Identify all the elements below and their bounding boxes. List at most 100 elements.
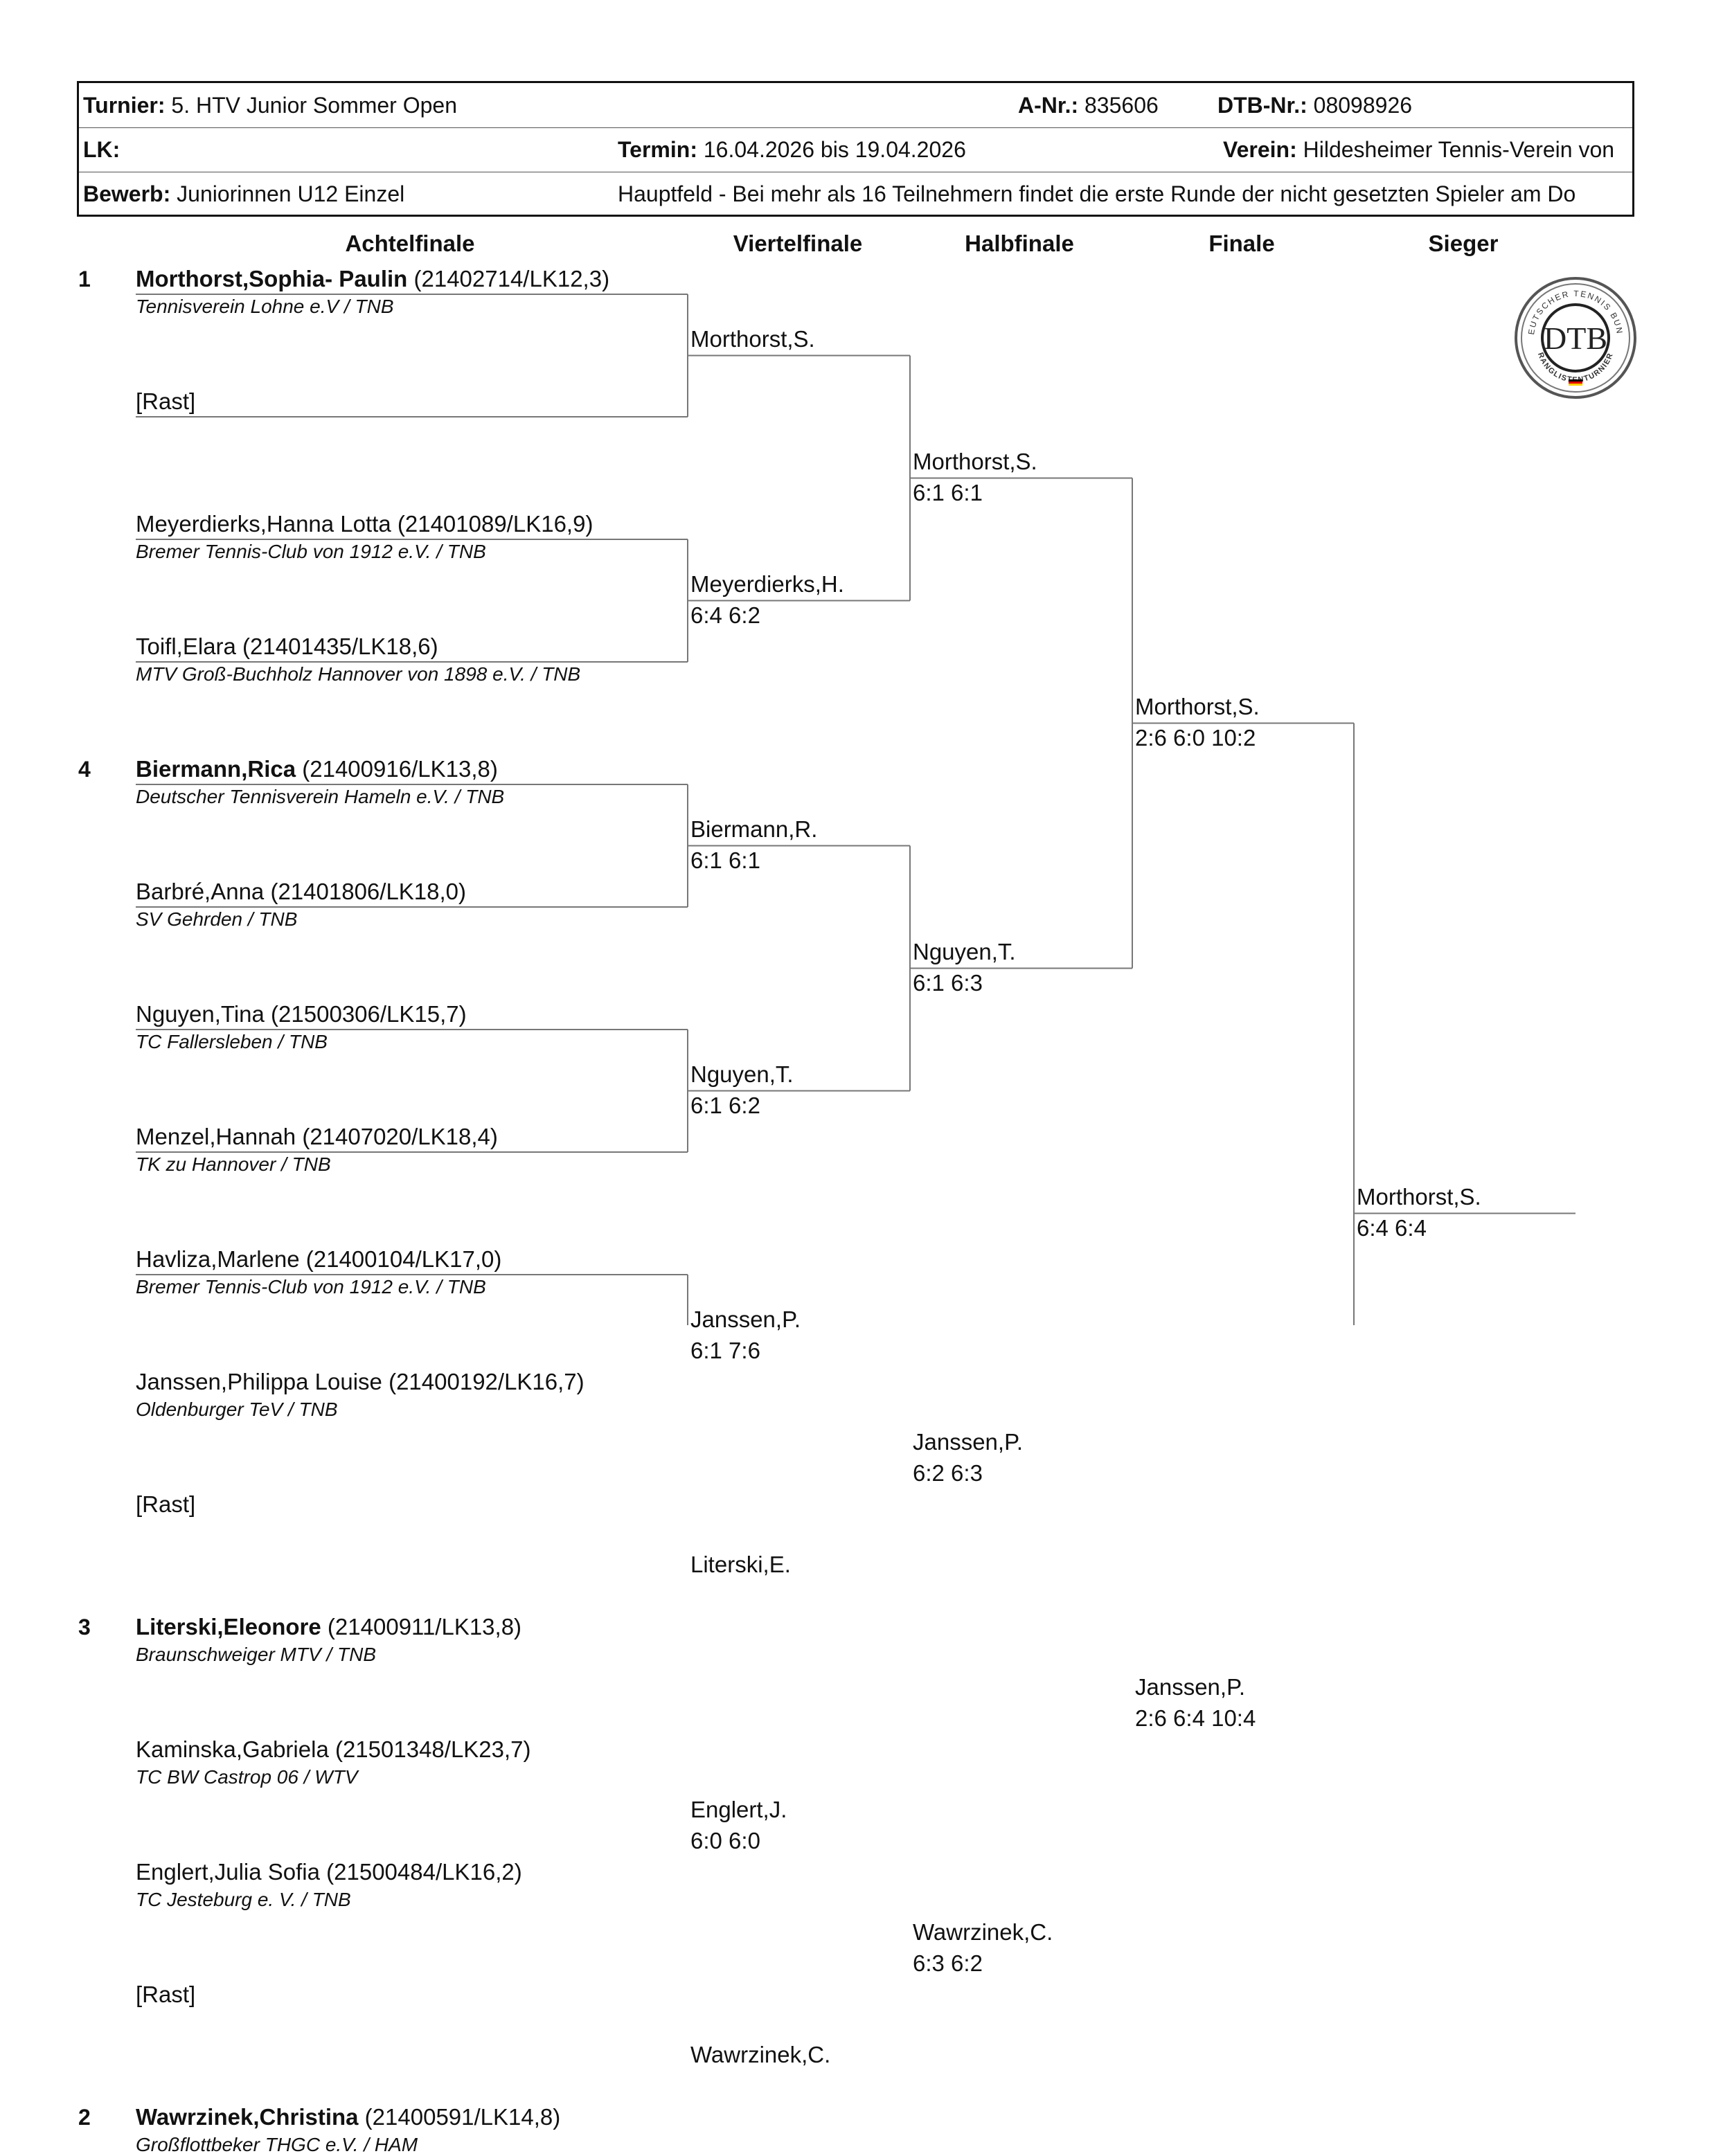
viertelfinale-winner-name: Janssen,P. — [690, 1306, 801, 1332]
player-club: Braunschweiger MTV / TNB — [136, 1644, 376, 1665]
player-name-text: Nguyen,Tina — [136, 1001, 265, 1027]
dtb-ranglistenturnier-logo-icon: DEUTSCHER TENNIS BUND RANGLISTENTURNIER … — [1513, 276, 1636, 399]
player-club: SV Gehrden / TNB — [136, 908, 298, 930]
player-name: [Rast] — [136, 1491, 195, 1518]
viertelfinale-score: 6:0 6:0 — [690, 1827, 760, 1853]
seed-number: 1 — [78, 267, 91, 291]
player-id-lk: (21400916/LK13,8) — [296, 756, 498, 782]
termin-field: Termin: 16.04.2026 bis 19.04.2026 — [618, 137, 966, 163]
player-club: Großflottbeker THGC e.V. / HAM — [136, 2134, 418, 2155]
player-club: TC Jesteburg e. V. / TNB — [136, 1889, 351, 1910]
player-name: Biermann,Rica (21400916/LK13,8) — [136, 756, 498, 782]
bewerb-field: Bewerb: Juniorinnen U12 Einzel — [83, 181, 404, 207]
player-club: Tennisverein Lohne e.V / TNB — [136, 296, 394, 317]
tournament-header: Turnier: 5. HTV Junior Sommer Open A-Nr.… — [77, 81, 1634, 217]
viertelfinale-winner-name: Wawrzinek,C. — [690, 2041, 831, 2067]
turnier-field: Turnier: 5. HTV Junior Sommer Open — [83, 93, 457, 118]
player-id-lk: (21500306/LK15,7) — [264, 1001, 467, 1027]
round-heading-achtelfinale: Achtelfinale — [345, 231, 475, 256]
finale-score: 2:6 6:4 10:4 — [1135, 1705, 1256, 1731]
dtbnr-value: 08098926 — [1313, 93, 1413, 118]
player-id-lk: (21400591/LK14,8) — [358, 2104, 561, 2130]
player-id-lk: (21501348/LK23,7) — [328, 1736, 531, 1762]
player-name-bold: Biermann,Rica — [136, 756, 296, 782]
flag-gold-stripe — [1569, 384, 1582, 386]
lk-field: LK: — [83, 137, 120, 163]
player-name-text: Toifl,Elara — [136, 634, 236, 659]
seed-number: 3 — [78, 1615, 91, 1640]
halbfinale-winner-name: Wawrzinek,C. — [913, 1919, 1053, 1945]
finale-score: 2:6 6:0 10:2 — [1135, 724, 1256, 751]
verein-field: Verein: Hildesheimer Tennis-Verein von — [1223, 137, 1614, 163]
viertelfinale-winner-name: Meyerdierks,H. — [690, 571, 844, 597]
player-club: TC Fallersleben / TNB — [136, 1031, 328, 1052]
halbfinale-score: 6:2 6:3 — [913, 1459, 983, 1486]
player-club: Bremer Tennis-Club von 1912 e.V. / TNB — [136, 1276, 486, 1297]
viertelfinale-winner-name: Literski,E. — [690, 1551, 791, 1577]
header-row-turnier: Turnier: 5. HTV Junior Sommer Open A-Nr.… — [79, 83, 1632, 128]
flag-black-stripe — [1569, 379, 1582, 381]
bewerb-value: Juniorinnen U12 Einzel — [177, 181, 405, 206]
player-name-bold: Morthorst,Sophia- Paulin — [136, 266, 408, 291]
player-name: Wawrzinek,Christina (21400591/LK14,8) — [136, 2104, 560, 2130]
player-name-text: [Rast] — [136, 1982, 196, 2007]
player-name-text: Menzel,Hannah — [136, 1124, 296, 1149]
player-name-text: Kaminska,Gabriela — [136, 1736, 329, 1762]
halbfinale-winner-name: Janssen,P. — [913, 1428, 1024, 1455]
round-heading-sieger: Sieger — [1428, 231, 1499, 256]
header-row-lk: LK: Termin: 16.04.2026 bis 19.04.2026 Ve… — [79, 127, 1632, 172]
player-name: Literski,Eleonore (21400911/LK13,8) — [136, 1614, 521, 1640]
flag-red-stripe — [1569, 381, 1582, 384]
viertelfinale-winner-name: Nguyen,T. — [690, 1061, 794, 1087]
round-heading-finale: Finale — [1208, 231, 1275, 256]
player-id-lk: (21402714/LK12,3) — [407, 266, 610, 291]
viertelfinale-score: 6:1 6:2 — [690, 1092, 760, 1118]
turnier-value: 5. HTV Junior Sommer Open — [171, 93, 457, 118]
player-club: TC BW Castrop 06 / WTV — [136, 1766, 358, 1788]
player-name: Morthorst,Sophia- Paulin (21402714/LK12,… — [136, 266, 609, 292]
verein-label: Verein: — [1223, 137, 1297, 162]
player-club: TK zu Hannover / TNB — [136, 1153, 331, 1175]
viertelfinale-score: 6:4 6:2 — [690, 602, 760, 628]
player-id-lk: (21401089/LK16,9) — [391, 511, 593, 537]
anr-field: A-Nr.: 835606 — [1018, 93, 1159, 118]
dtbnr-label: DTB-Nr.: — [1217, 93, 1307, 118]
player-id-lk: (21400192/LK16,7) — [382, 1369, 584, 1394]
halbfinale-score: 6:1 6:3 — [913, 969, 983, 996]
player-name: Kaminska,Gabriela (21501348/LK23,7) — [136, 1736, 531, 1763]
player-name: Janssen,Philippa Louise (21400192/LK16,7… — [136, 1369, 584, 1395]
player-name-bold: Literski,Eleonore — [136, 1614, 321, 1640]
player-name-text: Janssen,Philippa Louise — [136, 1369, 382, 1394]
player-id-lk: (21401806/LK18,0) — [264, 879, 467, 904]
player-club: Deutscher Tennisverein Hameln e.V. / TNB — [136, 786, 505, 807]
termin-value: 16.04.2026 bis 19.04.2026 — [703, 137, 966, 162]
bracket-lines — [136, 294, 1575, 1325]
seed-number: 4 — [78, 757, 91, 782]
seed-number: 2 — [78, 2105, 91, 2130]
halbfinale-score: 6:1 6:1 — [913, 479, 983, 505]
lk-label: LK: — [83, 137, 120, 162]
hauptfeld-note: Hauptfeld - Bei mehr als 16 Teilnehmern … — [618, 181, 1576, 206]
viertelfinale-winner-name: Morthorst,S. — [690, 325, 815, 352]
player-name: Englert,Julia Sofia (21500484/LK16,2) — [136, 1859, 522, 1885]
player-name: Nguyen,Tina (21500306/LK15,7) — [136, 1001, 467, 1027]
verein-value: Hildesheimer Tennis-Verein von — [1303, 137, 1615, 162]
player-name-text: Havliza,Marlene — [136, 1246, 300, 1272]
halbfinale-winner-name: Nguyen,T. — [913, 938, 1016, 964]
player-name: [Rast] — [136, 1982, 195, 2008]
halbfinale-score: 6:3 6:2 — [913, 1950, 983, 1976]
player-name-bold: Wawrzinek,Christina — [136, 2104, 359, 2130]
player-id-lk: (21400104/LK17,0) — [299, 1246, 502, 1272]
player-name: Havliza,Marlene (21400104/LK17,0) — [136, 1246, 501, 1273]
header-row-bewerb: Bewerb: Juniorinnen U12 Einzel Hauptfeld… — [79, 172, 1632, 215]
player-id-lk: (21400911/LK13,8) — [321, 1614, 522, 1640]
round-heading-viertelfinale: Viertelfinale — [733, 231, 863, 256]
sieger-name: Morthorst,S. — [1357, 1183, 1481, 1210]
viertelfinale-score: 6:1 7:6 — [690, 1337, 760, 1363]
player-id-lk: (21401435/LK18,6) — [235, 634, 438, 659]
termin-label: Termin: — [618, 137, 697, 162]
player-name-text: Meyerdierks,Hanna Lotta — [136, 511, 391, 537]
bewerb-label: Bewerb: — [83, 181, 171, 206]
player-name: Barbré,Anna (21401806/LK18,0) — [136, 879, 466, 905]
anr-value: 835606 — [1084, 93, 1159, 118]
